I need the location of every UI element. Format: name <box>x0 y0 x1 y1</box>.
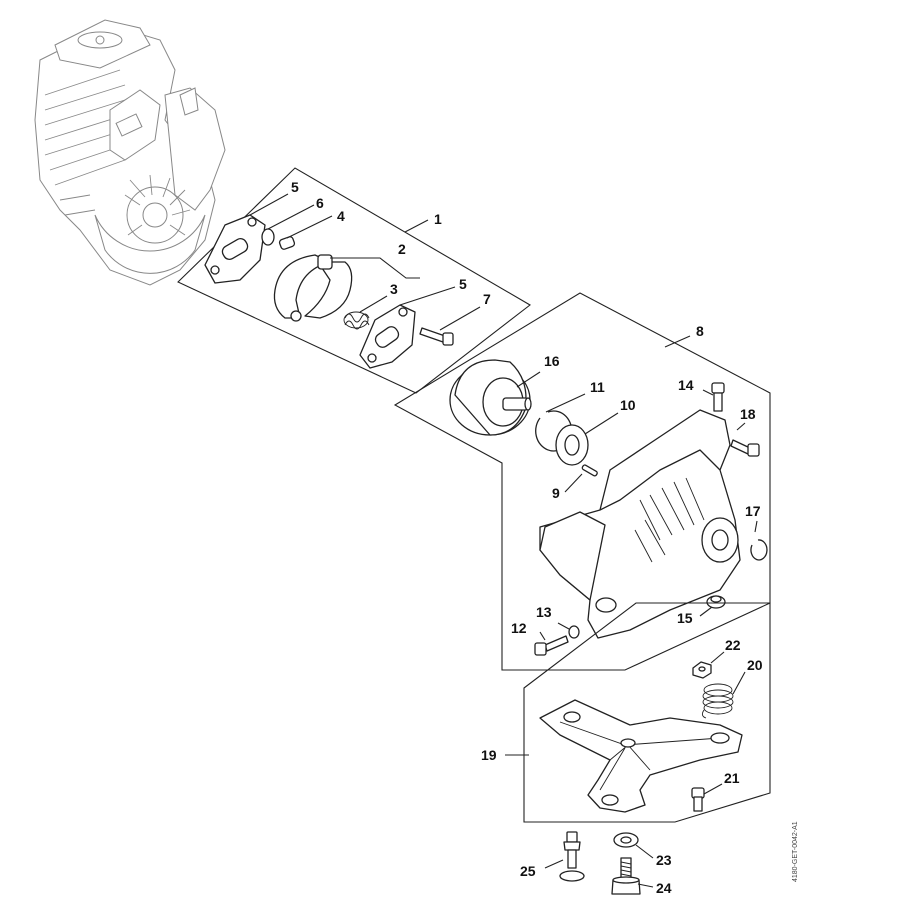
part-washer-13 <box>568 625 580 639</box>
label-1: 1 <box>434 211 442 227</box>
group-box-19 <box>523 602 771 823</box>
label-17: 17 <box>745 503 761 519</box>
part-bolt-25 <box>559 831 585 882</box>
label-22: 22 <box>725 637 741 653</box>
part-bolt-21 <box>691 787 705 812</box>
label-13: 13 <box>536 604 552 620</box>
group-box-8 <box>393 292 771 671</box>
label-12: 12 <box>511 620 527 636</box>
part-spring-3 <box>343 311 370 330</box>
label-4: 4 <box>337 208 345 224</box>
label-15: 15 <box>677 610 693 626</box>
label-25: 25 <box>520 863 536 879</box>
engine-illustration <box>34 19 226 286</box>
label-23: 23 <box>656 852 672 868</box>
part-clutch-shoes-2 <box>273 254 353 322</box>
label-9: 9 <box>552 485 560 501</box>
label-10: 10 <box>620 397 636 413</box>
label-6: 6 <box>316 195 324 211</box>
label-24: 24 <box>656 880 672 896</box>
label-21: 21 <box>724 770 740 786</box>
part-gear-housing-8 <box>539 409 741 639</box>
part-nut-22 <box>692 661 712 679</box>
part-clutch-drum-16 <box>449 359 532 436</box>
part-screw-18 <box>730 439 760 457</box>
part-bearing-10 <box>555 424 589 466</box>
part-clutch-plate-upper <box>204 214 266 284</box>
label-16: 16 <box>544 353 560 369</box>
part-bushing-15 <box>706 595 726 609</box>
part-pin-9 <box>581 464 598 477</box>
part-bolt-24 <box>611 857 641 895</box>
part-screw-14 <box>711 382 725 412</box>
part-spring-20 <box>701 683 734 719</box>
label-8: 8 <box>696 323 704 339</box>
part-clutch-plate-lower <box>359 304 416 369</box>
label-3: 3 <box>390 281 398 297</box>
label-5-lower: 5 <box>459 276 467 292</box>
label-20: 20 <box>747 657 763 673</box>
label-7: 7 <box>483 291 491 307</box>
drawing-code: 4180-GET-0042-A1 <box>792 821 799 882</box>
group-box-1 <box>177 167 531 394</box>
label-14: 14 <box>678 377 694 393</box>
part-screw-7 <box>419 327 454 346</box>
label-2: 2 <box>398 241 406 257</box>
part-circlip-17 <box>750 539 768 561</box>
label-18: 18 <box>740 406 756 422</box>
part-sleeve-4 <box>278 236 296 250</box>
part-washer-6 <box>261 228 275 246</box>
part-washer-23 <box>613 832 639 848</box>
part-base-plate-19 <box>539 699 743 813</box>
label-11: 11 <box>590 379 605 395</box>
part-screw-12 <box>534 635 569 656</box>
label-19: 19 <box>481 747 497 763</box>
label-5-upper: 5 <box>291 179 299 195</box>
